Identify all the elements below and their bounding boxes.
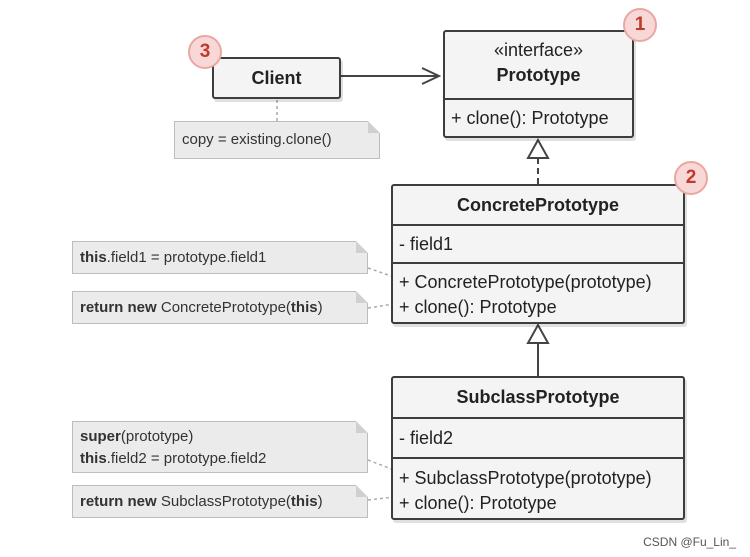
client-badge: 3 bbox=[188, 35, 222, 69]
subclass-prototype-class: SubclassPrototype - field2 + SubclassPro… bbox=[391, 376, 685, 520]
note-fold bbox=[356, 485, 368, 497]
note-text: (prototype) bbox=[120, 428, 194, 445]
note-keyword: this bbox=[80, 249, 107, 266]
note-keyword: this bbox=[290, 299, 318, 316]
prototype-stereotype: «interface» bbox=[493, 40, 584, 60]
subclass-method-constructor: + SubclassPrototype(prototype) bbox=[399, 468, 652, 488]
concrete-method-clone: + clone(): Prototype bbox=[399, 297, 557, 317]
open-arrowhead bbox=[421, 67, 442, 85]
subclass-note-clone: return new SubclassPrototype(this) bbox=[72, 485, 368, 518]
client-note-text: copy = existing.clone() bbox=[182, 131, 332, 148]
note-text: ) bbox=[317, 493, 323, 510]
note-text: SubclassPrototype( bbox=[156, 493, 291, 510]
note-text: ConcretePrototype( bbox=[156, 299, 291, 316]
prototype-methods: + clone(): Prototype bbox=[445, 98, 632, 136]
note-keyword: super bbox=[80, 428, 121, 445]
note-fold bbox=[356, 241, 368, 253]
concrete-methods: + ConcretePrototype(prototype) + clone()… bbox=[393, 262, 683, 322]
client-note: copy = existing.clone() bbox=[174, 121, 380, 159]
note-text: .field1 = prototype.field1 bbox=[106, 249, 267, 266]
prototype-title: Prototype bbox=[496, 65, 581, 85]
concrete-badge: 2 bbox=[674, 161, 708, 195]
note-fold bbox=[356, 291, 368, 303]
concrete-note-clone: return new ConcretePrototype(this) bbox=[72, 291, 368, 324]
realization-arrowhead bbox=[526, 137, 550, 159]
prototype-badge: 1 bbox=[623, 8, 657, 42]
concrete-field: - field1 bbox=[399, 234, 454, 254]
subclass-methods: + SubclassPrototype(prototype) + clone()… bbox=[393, 457, 683, 518]
note-text: .field2 = prototype.field2 bbox=[106, 450, 267, 467]
prototype-header: «interface» Prototype bbox=[445, 32, 632, 98]
note-keyword: return new bbox=[80, 299, 157, 316]
subclass-header: SubclassPrototype bbox=[393, 378, 683, 417]
watermark: CSDN @Fu_Lin_ bbox=[643, 535, 736, 549]
concrete-method-constructor: + ConcretePrototype(prototype) bbox=[399, 272, 652, 292]
note-keyword: this bbox=[80, 450, 107, 467]
client-title: Client bbox=[251, 68, 302, 88]
note-fold bbox=[356, 421, 368, 433]
concrete-prototype-class: ConcretePrototype - field1 + ConcretePro… bbox=[391, 184, 685, 324]
concrete-note2-connector bbox=[367, 303, 395, 309]
subclass-note-constructor: super(prototype) this.field2 = prototype… bbox=[72, 421, 368, 473]
concrete-note1-connector bbox=[367, 267, 395, 278]
note-keyword: return new bbox=[80, 493, 157, 510]
client-class: Client bbox=[212, 57, 341, 99]
concrete-fields: - field1 bbox=[393, 224, 683, 262]
concrete-header: ConcretePrototype bbox=[393, 186, 683, 224]
inheritance-arrowhead bbox=[526, 322, 550, 344]
subclass-note2-connector bbox=[367, 496, 395, 501]
subclass-method-clone: + clone(): Prototype bbox=[399, 493, 557, 513]
prototype-interface: «interface» Prototype + clone(): Prototy… bbox=[443, 30, 634, 138]
subclass-field: - field2 bbox=[399, 428, 454, 448]
subclass-fields: - field2 bbox=[393, 417, 683, 457]
concrete-note-constructor: this.field1 = prototype.field1 bbox=[72, 241, 368, 274]
note-text: ) bbox=[317, 299, 323, 316]
concrete-title: ConcretePrototype bbox=[456, 195, 620, 215]
note-keyword: this bbox=[290, 493, 318, 510]
subclass-note1-connector bbox=[367, 459, 395, 471]
prototype-method: + clone(): Prototype bbox=[451, 108, 609, 128]
note-fold bbox=[368, 121, 380, 133]
subclass-title: SubclassPrototype bbox=[456, 387, 620, 407]
